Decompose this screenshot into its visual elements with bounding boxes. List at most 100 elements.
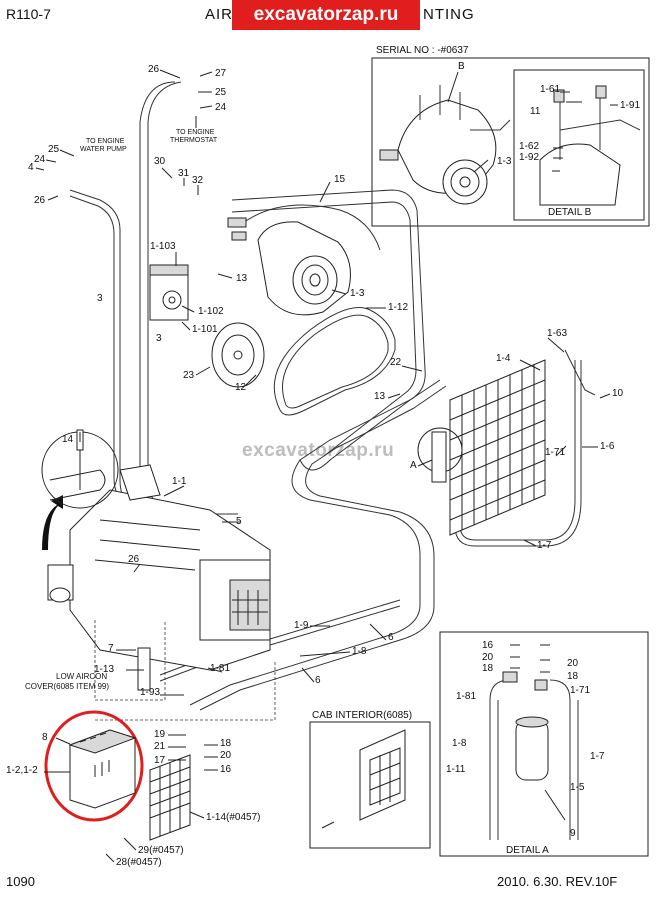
detail-a-16: 16 xyxy=(482,640,494,651)
callout-22: 22 xyxy=(390,357,402,368)
detail-a-9: 9 xyxy=(570,828,576,839)
cab-interior-label: CAB INTERIOR(6085) xyxy=(312,710,412,721)
detail-a-18-a: 18 xyxy=(482,663,494,674)
callout-32: 32 xyxy=(192,175,204,186)
callout-31: 31 xyxy=(178,168,190,179)
note-low-cover-1: LOW AIRCON xyxy=(56,672,107,681)
aircon-unit xyxy=(42,464,276,721)
page-title: AIR NTING xyxy=(205,6,475,23)
v-belt xyxy=(273,307,396,416)
callout-1-12: 1-12 xyxy=(388,302,408,313)
callout-1-6: 1-6 xyxy=(600,441,615,452)
leader-lines xyxy=(35,69,611,863)
callout-3-b: 3 xyxy=(156,333,162,344)
callout-24-b: 24 xyxy=(34,154,46,165)
callout-1-103: 1-103 xyxy=(150,241,176,252)
callout-21: 21 xyxy=(154,741,166,752)
callout-13-b: 13 xyxy=(374,391,386,402)
detail-a-20-a: 20 xyxy=(482,652,494,663)
callout-1-14: 1-14(#0457) xyxy=(206,812,260,823)
callout-1-101: 1-101 xyxy=(192,324,218,335)
callout-1-63: 1-63 xyxy=(547,328,567,339)
model-code: R110-7 xyxy=(6,6,51,22)
callout-1-4: 1-4 xyxy=(496,353,511,364)
callout-20-a: 20 xyxy=(220,750,232,761)
callout-8: 8 xyxy=(42,732,48,743)
serial-box xyxy=(371,57,650,227)
callout-15: 15 xyxy=(334,174,346,185)
callout-26-c: 26 xyxy=(128,554,140,565)
callout-1-93: 1-93 xyxy=(140,687,160,698)
callout-26-b: 26 xyxy=(34,195,46,206)
callout-1-3: 1-3 xyxy=(350,288,365,299)
bracket xyxy=(149,264,189,321)
callout-A: A xyxy=(410,460,417,471)
callout-B: B xyxy=(458,61,465,72)
callout-6-a: 6 xyxy=(388,632,394,643)
note-engine-pump-1: TO ENGINE xyxy=(86,138,125,145)
callout-30: 30 xyxy=(154,156,166,167)
callout-7: 7 xyxy=(108,643,114,654)
callout-18-a: 18 xyxy=(220,738,232,749)
callout-1-13: 1-13 xyxy=(94,664,114,675)
title-end: NTING xyxy=(423,6,475,23)
callout-1-2: 1-2,1-2 xyxy=(6,765,38,776)
callout-1-9: 1-9 xyxy=(294,620,309,631)
callout-1-3-b: 1-3 xyxy=(497,156,512,167)
revision-date: 2010. 6.30. REV.10F xyxy=(497,874,618,889)
detail-a-20-b: 20 xyxy=(567,658,579,669)
callout-14: 14 xyxy=(62,434,74,445)
callout-19: 19 xyxy=(154,729,166,740)
callout-1-61: 1-61 xyxy=(540,84,560,95)
cab-interior-box xyxy=(309,721,431,849)
callout-17: 17 xyxy=(154,755,166,766)
callout-1-92: 1-92 xyxy=(519,152,539,163)
callout-5: 5 xyxy=(236,516,242,527)
watermark-middle: excavatorzap.ru xyxy=(242,440,395,461)
callout-27: 27 xyxy=(215,68,227,79)
callout-1-91: 1-91 xyxy=(620,100,640,111)
callout-1-7-a: 1-7 xyxy=(537,540,552,551)
callout-16-b: 16 xyxy=(220,764,232,775)
title-start: AIR xyxy=(205,6,234,23)
pulley xyxy=(211,322,265,388)
note-engine-thermo-2: THERMOSTAT xyxy=(170,137,218,144)
callout-25-a: 25 xyxy=(215,87,227,98)
detail-a-1-7: 1-7 xyxy=(590,751,605,762)
callout-10: 10 xyxy=(612,388,624,399)
detail-b-label: DETAIL B xyxy=(548,207,592,218)
callout-23: 23 xyxy=(183,370,195,381)
callout-26-a: 26 xyxy=(148,64,160,75)
note-engine-thermo-1: TO ENGINE xyxy=(176,129,215,136)
detail-a-18-b: 18 xyxy=(567,671,579,682)
callout-labels: 26 27 25 24 TO ENGINE THERMOSTAT TO ENGI… xyxy=(6,45,640,868)
condenser xyxy=(417,359,546,536)
callout-29: 29(#0457) xyxy=(138,845,184,856)
detail-a-1-71: 1-71 xyxy=(570,685,590,696)
callout-12: 12 xyxy=(235,382,247,393)
watermark-banner: excavatorzap.ru xyxy=(232,0,420,30)
detail-a-1-5: 1-5 xyxy=(570,782,585,793)
callout-24-a: 24 xyxy=(215,102,227,113)
page-number: 1090 xyxy=(6,874,35,889)
callout-1-81-a: 1-81 xyxy=(210,663,230,674)
serial-label: SERIAL NO : -#0637 xyxy=(376,45,469,56)
detail-a-box xyxy=(439,631,649,857)
callout-1-102: 1-102 xyxy=(198,306,224,317)
compressor xyxy=(227,217,351,316)
callout-6-b: 6 xyxy=(315,675,321,686)
callout-1-71-a: 1-71 xyxy=(545,447,565,458)
detail-a-label: DETAIL A xyxy=(506,845,549,856)
callout-1-1: 1-1 xyxy=(172,476,187,487)
callout-1-62: 1-62 xyxy=(519,141,539,152)
callout-3-a: 3 xyxy=(97,293,103,304)
air-filter xyxy=(149,754,191,841)
control-panel xyxy=(44,710,144,822)
detail-a-1-11: 1-11 xyxy=(446,764,466,775)
note-engine-pump-2: WATER PUMP xyxy=(80,146,127,153)
callout-4: 4 xyxy=(28,162,34,173)
callout-28: 28(#0457) xyxy=(116,857,162,868)
detail-a-1-81: 1-81 xyxy=(456,691,476,702)
note-low-cover-2: COVER(6085 ITEM 99) xyxy=(25,682,109,691)
